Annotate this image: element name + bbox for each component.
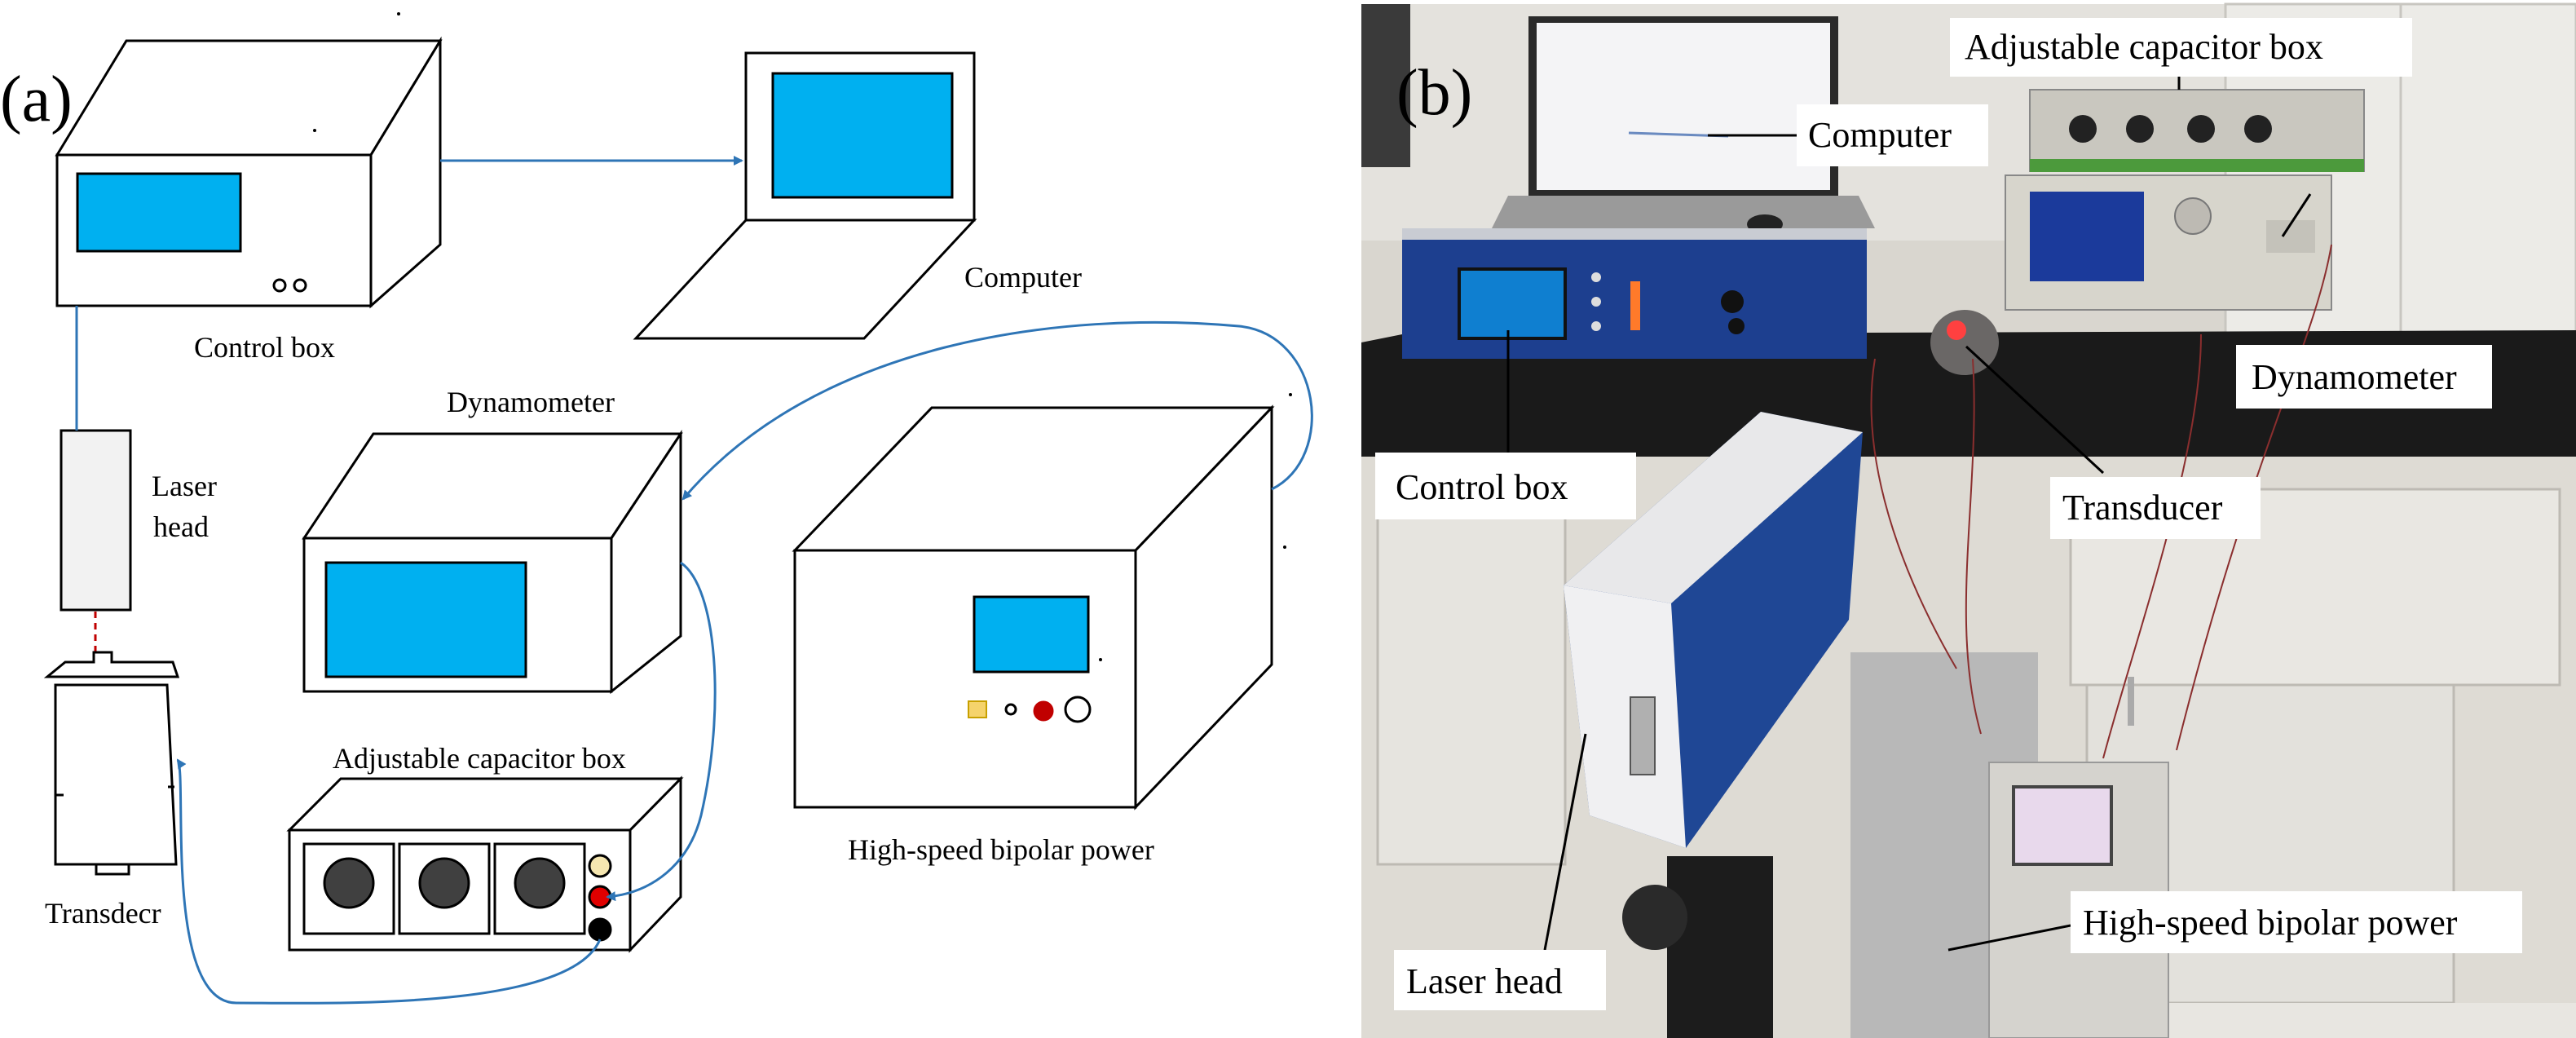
- dynamometer-label: Dynamometer: [447, 386, 615, 418]
- photo-label-transducer: Transducer: [2062, 488, 2223, 528]
- computer-drawing: [633, 51, 977, 340]
- wires: [75, 156, 1313, 1005]
- transducer-drawing: [43, 651, 180, 876]
- control-box-label: Control box: [194, 331, 335, 364]
- photo-transducer: [1930, 310, 1999, 375]
- photo-control-box: [1402, 228, 1867, 359]
- photo-labels: Adjustable capacitor box Computer Dynamo…: [1396, 27, 2458, 1001]
- computer-label: Computer: [964, 261, 1082, 294]
- wire-dynamometer-to-capacitor: [606, 561, 717, 902]
- capacitor-box-label: Adjustable capacitor box: [333, 742, 626, 775]
- dynamometer-drawing: [302, 430, 683, 695]
- wire-power-to-dynamometer: [681, 320, 1313, 501]
- power-label: High-speed bipolar power: [848, 833, 1154, 866]
- laser-head-drawing: [60, 429, 132, 612]
- capacitor-box-drawing: [286, 775, 684, 953]
- wire-capacitor-to-transducer: [176, 758, 602, 1005]
- pointer-lines: [1506, 76, 2312, 952]
- power-drawing: [792, 404, 1275, 811]
- transducer-label: Transdecr: [45, 897, 161, 930]
- label-boxes: [1375, 18, 2522, 1010]
- stray-dots: [313, 12, 1292, 661]
- photo-label-capacitor-box: Adjustable capacitor box: [1965, 27, 2323, 67]
- photo-label-laser-head: Laser head: [1406, 961, 1563, 1001]
- panel-b-letter: (b): [1396, 57, 1472, 129]
- photo-wires: [1870, 244, 2332, 759]
- photo-laptop: [1492, 16, 1875, 234]
- photo-laser-head: [1564, 412, 1863, 1038]
- panel-a: (a) Control box Computer Laser head: [0, 12, 1313, 1005]
- photo-label-computer: Computer: [1808, 115, 1952, 155]
- photo-label-power: High-speed bipolar power: [2083, 903, 2458, 943]
- panel-a-letter: (a): [0, 64, 73, 135]
- laser-head-label-line1: Laser: [152, 470, 217, 502]
- photo-label-control-box: Control box: [1396, 467, 1568, 507]
- control-box-drawing: [55, 36, 443, 309]
- photo-instruments: [2005, 89, 2365, 311]
- laser-head-label-line2: head: [153, 510, 209, 543]
- panel-b: (b) Adjustable capacitor box Computer Dy…: [1361, 2, 2576, 1038]
- photo-label-dynamometer: Dynamometer: [2252, 357, 2457, 397]
